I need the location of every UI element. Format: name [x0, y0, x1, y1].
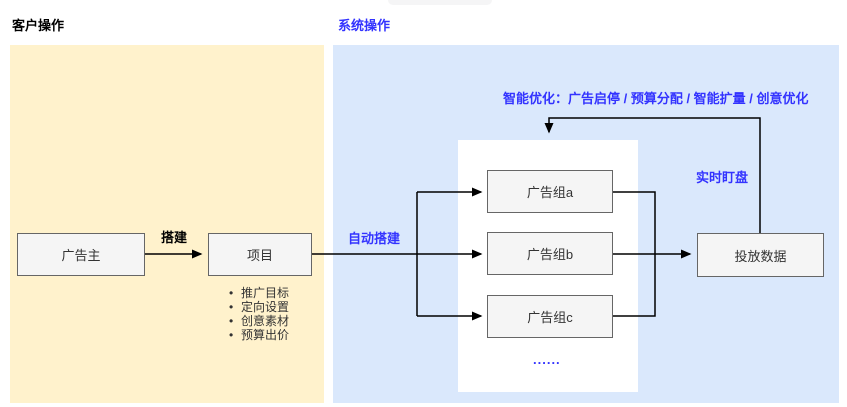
node-project: 项目 [208, 233, 312, 276]
edge-label-build: 搭建 [160, 230, 187, 245]
top-edge-artifact [388, 0, 492, 5]
project-bullet-item: 预算出价 [227, 328, 289, 342]
project-bullet-list: 推广目标 定向设置 创意素材 预算出价 [227, 286, 289, 342]
node-delivery-data: 投放数据 [697, 233, 824, 277]
project-bullet-item: 定向设置 [227, 300, 289, 314]
customer-ops-panel [10, 45, 324, 403]
node-ad-group-a: 广告组a [487, 170, 613, 213]
project-bullet-item: 推广目标 [227, 286, 289, 300]
edge-label-auto-build: 自动搭建 [348, 231, 401, 246]
lane-header-customer-ops: 客户操作 [12, 18, 65, 33]
lane-header-system-ops: 系统操作 [338, 18, 391, 33]
label-realtime-monitoring: 实时盯盘 [696, 170, 749, 185]
project-bullet-item: 创意素材 [227, 314, 289, 328]
label-smart-optimization: 智能优化：广告启停 / 预算分配 / 智能扩量 / 创意优化 [503, 91, 809, 106]
node-advertiser: 广告主 [17, 233, 145, 276]
label-more-ad-groups-ellipsis: ...... [533, 352, 561, 367]
node-ad-group-c: 广告组c [487, 295, 613, 338]
node-ad-group-b: 广告组b [487, 232, 613, 275]
